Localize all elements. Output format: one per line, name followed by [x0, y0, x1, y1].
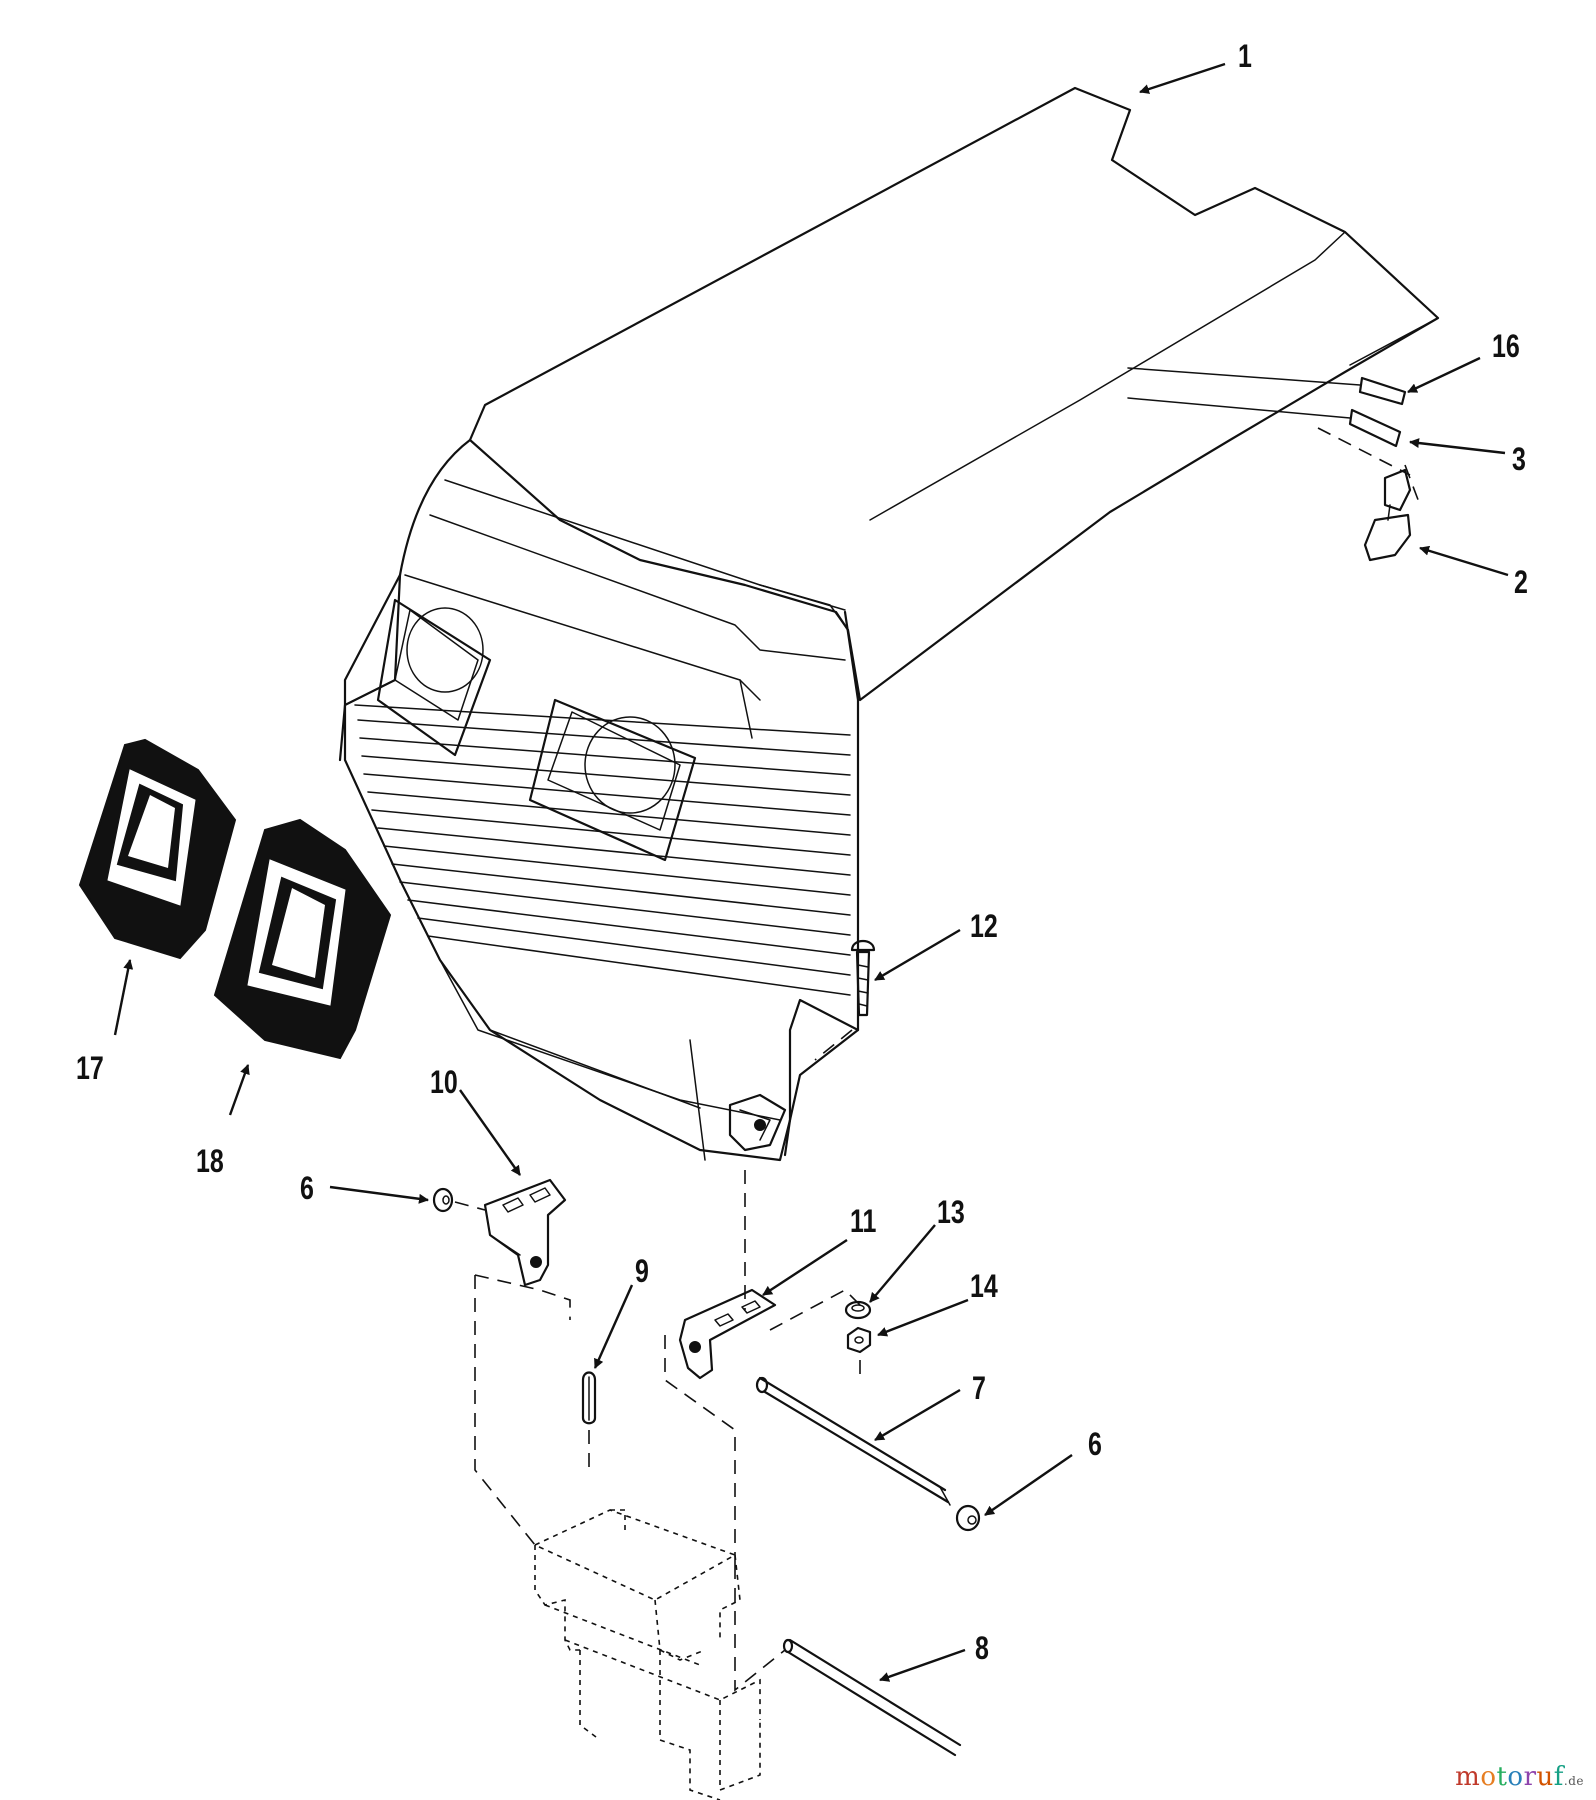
washer-part-6-left [432, 1187, 454, 1213]
washer-part-13 [844, 1300, 872, 1320]
pin-part-3 [1127, 397, 1402, 448]
bezel-part-17 [78, 738, 237, 960]
bracket-part-10 [483, 1178, 567, 1287]
grille-slats [354, 704, 851, 996]
left-headlight [376, 598, 492, 757]
bracket-part-11 [678, 1288, 777, 1380]
watermark-tld: .de [1563, 1774, 1584, 1788]
callout-16: 16 [1492, 328, 1520, 364]
pin-part-16 [1127, 367, 1407, 406]
hood-assembly [338, 86, 1440, 1162]
alignment-lines [474, 1170, 861, 1692]
callout-18: 18 [196, 1143, 224, 1179]
callout-11: 11 [850, 1203, 877, 1239]
washer-part-6-right [955, 1504, 981, 1532]
bezel-part-18 [213, 818, 392, 1060]
callout-1: 1 [1238, 38, 1252, 74]
leader-arrows [113, 62, 1509, 1682]
callout-17: 17 [76, 1050, 104, 1086]
bolt-part-12 [814, 939, 876, 1061]
callout-9: 9 [635, 1253, 649, 1289]
callout-13: 13 [937, 1194, 965, 1230]
motoruf-watermark-logo: motoruf.de [1455, 1762, 1584, 1792]
callout-2: 2 [1514, 564, 1528, 600]
nut-part-14 [846, 1326, 872, 1354]
callout-3: 3 [1512, 441, 1526, 477]
rod-part-7 [755, 1376, 951, 1506]
pin-part-9 [581, 1371, 597, 1470]
hood-latch-bracket [728, 1093, 787, 1152]
frame-phantom [533, 1509, 761, 1800]
callout-6-left: 6 [300, 1170, 314, 1206]
callout-14: 14 [970, 1268, 998, 1304]
latch-part-2 [1363, 464, 1421, 562]
right-headlight [528, 698, 697, 862]
callout-12: 12 [970, 908, 998, 944]
callout-6-right: 6 [1088, 1426, 1102, 1462]
callout-10: 10 [430, 1064, 458, 1100]
callout-8: 8 [975, 1630, 989, 1666]
callout-7: 7 [972, 1370, 986, 1406]
rod-part-8 [782, 1638, 962, 1757]
